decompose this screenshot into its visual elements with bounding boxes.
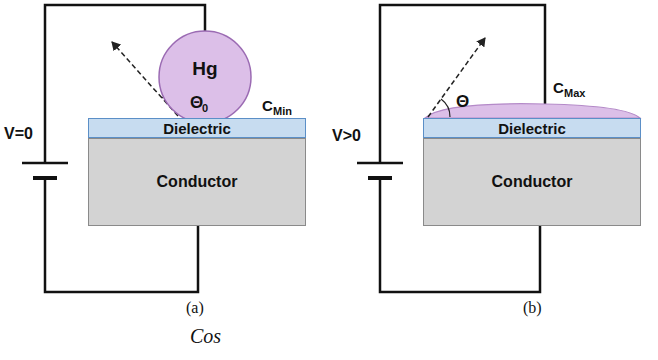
conductor-block-shape — [89, 139, 306, 226]
voltage-label: V=0 — [4, 126, 33, 142]
angle-symbol: Θ — [190, 94, 203, 111]
panel-label: (b) — [523, 300, 542, 316]
voltage-label: V>0 — [332, 128, 361, 144]
node-label: Dielectric — [163, 120, 231, 137]
panel-label: (a) — [186, 300, 204, 316]
dielectric-layer: Dielectric — [423, 118, 641, 138]
conductor-block: Conductor — [88, 138, 306, 226]
conductor-block: Conductor — [423, 138, 641, 226]
dielectric-layer: Dielectric — [88, 118, 306, 138]
capacitance-subscript: Min — [273, 106, 292, 117]
dielectric-layer-shape — [89, 119, 306, 138]
conductor-block-shape — [424, 139, 641, 226]
angle-symbol: Θ — [456, 93, 469, 110]
angle-subscript: 0 — [202, 103, 208, 114]
mercury-droplet-shape — [159, 31, 251, 123]
capacitance-symbol: C — [553, 80, 564, 95]
node-label: Dielectric — [498, 120, 566, 137]
node-label: Conductor — [492, 173, 573, 191]
node-label: Hg — [192, 58, 217, 80]
capacitance-subscript: Max — [564, 88, 585, 99]
capacitance-symbol: C — [262, 98, 273, 113]
node-label: Conductor — [157, 173, 238, 191]
caption-fragment: Cos — [190, 326, 221, 346]
dielectric-layer-shape — [424, 119, 641, 138]
